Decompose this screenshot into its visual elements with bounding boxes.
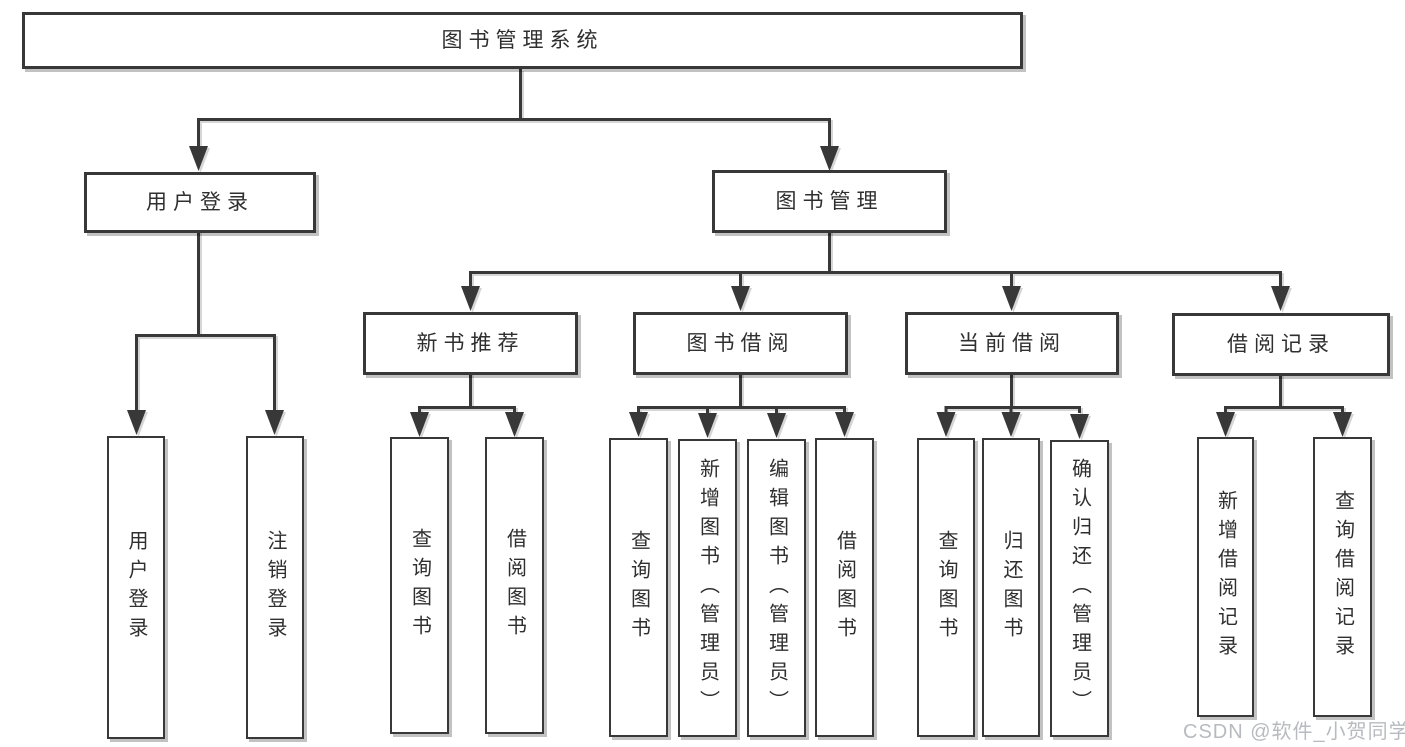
arrowhead-icon [835, 412, 854, 437]
leaf-label: 确认归还（管理员） [1068, 458, 1091, 719]
leaf-label: 新增图书（管理员） [696, 457, 719, 719]
node-current-borrow: 当前借阅 [905, 312, 1119, 375]
node-user-login-label: 用户登录 [146, 191, 254, 214]
arrowhead-icon [698, 413, 717, 438]
connector-current-borrow-children [936, 373, 1089, 439]
connector-book-borrow-children [629, 373, 854, 438]
node-root: 图书管理系统 [22, 12, 1023, 69]
leaf-add-borrow-record: 新增借阅记录 [1197, 437, 1254, 717]
connector-user-login-children [127, 230, 284, 435]
node-book-borrow: 图书借阅 [633, 312, 848, 375]
leaf-label: 新增借阅记录 [1214, 490, 1237, 664]
leaf-label: 查询图书 [935, 529, 957, 646]
arrowhead-icon [731, 286, 750, 311]
node-book-management-label: 图书管理 [775, 190, 884, 213]
leaf-label: 查询图书 [408, 527, 431, 644]
leaf-borrow-books: 借阅图书 [815, 438, 874, 737]
leaf-logout: 注销登录 [246, 436, 304, 739]
connector-line [197, 69, 831, 148]
connector-line [944, 373, 1081, 413]
node-new-book-recommend: 新书推荐 [363, 312, 578, 375]
leaf-user-login-label: 用户登录 [125, 529, 147, 646]
connector-line [1224, 373, 1344, 413]
arrowhead-icon [820, 146, 839, 171]
connector-book-management-groups [461, 231, 1290, 311]
connector-root-to-level2 [189, 69, 839, 171]
arrowhead-icon [629, 412, 648, 437]
leaf-query-books-borrow: 查询图书 [609, 438, 668, 737]
arrowhead-icon [127, 410, 146, 435]
arrowhead-icon [505, 412, 524, 437]
arrowhead-icon [767, 413, 786, 438]
node-root-label: 图书管理系统 [441, 29, 604, 52]
leaf-label: 借阅图书 [503, 527, 526, 644]
node-book-management: 图书管理 [712, 170, 947, 233]
connector-line [418, 373, 516, 413]
node-current-borrow-label: 当前借阅 [958, 332, 1066, 355]
arrowhead-icon [936, 412, 956, 437]
leaf-borrow-books-recommend: 借阅图书 [485, 437, 544, 734]
arrowhead-icon [1001, 412, 1021, 437]
connector-line [469, 231, 1282, 288]
arrowhead-icon [461, 286, 480, 311]
csdn-watermark: CSDN @软件_小贺同学 [1183, 721, 1405, 743]
connector-line [637, 373, 846, 413]
leaf-label: 编辑图书（管理员） [765, 457, 788, 719]
leaf-label: 查询图书 [627, 529, 650, 646]
leaf-edit-book-admin: 编辑图书（管理员） [747, 439, 806, 737]
node-borrow-records-label: 借阅记录 [1227, 333, 1335, 356]
arrowhead-icon [265, 410, 284, 435]
arrowhead-icon [1333, 412, 1352, 437]
connector-new-book-recommend-children [410, 373, 524, 437]
leaf-label: 归还图书 [1000, 529, 1022, 646]
leaf-query-books-recommend: 查询图书 [390, 437, 449, 734]
node-borrow-records: 借阅记录 [1172, 313, 1390, 376]
arrowhead-icon [410, 412, 429, 437]
leaf-query-borrow-record: 查询借阅记录 [1313, 437, 1372, 717]
leaf-confirm-return-admin: 确认归还（管理员） [1050, 440, 1109, 737]
arrowhead-icon [1070, 414, 1089, 439]
leaf-label: 借阅图书 [833, 529, 856, 646]
connector-borrow-records-children [1216, 373, 1352, 437]
leaf-user-login: 用户登录 [107, 436, 165, 739]
leaf-query-books-current: 查询图书 [917, 438, 975, 737]
node-book-borrow-label: 图书借阅 [686, 332, 795, 355]
node-new-book-recommend-label: 新书推荐 [416, 332, 525, 355]
arrowhead-icon [189, 146, 208, 171]
arrowhead-icon [1002, 286, 1021, 311]
leaf-return-book: 归还图书 [982, 438, 1040, 737]
leaf-add-book-admin: 新增图书（管理员） [678, 439, 737, 737]
node-user-login: 用户登录 [84, 172, 316, 233]
arrowhead-icon [1271, 286, 1290, 311]
arrowhead-icon [1216, 412, 1235, 437]
leaf-logout-label: 注销登录 [264, 529, 286, 646]
leaf-label: 查询借阅记录 [1331, 490, 1354, 664]
connector-line [135, 230, 276, 412]
